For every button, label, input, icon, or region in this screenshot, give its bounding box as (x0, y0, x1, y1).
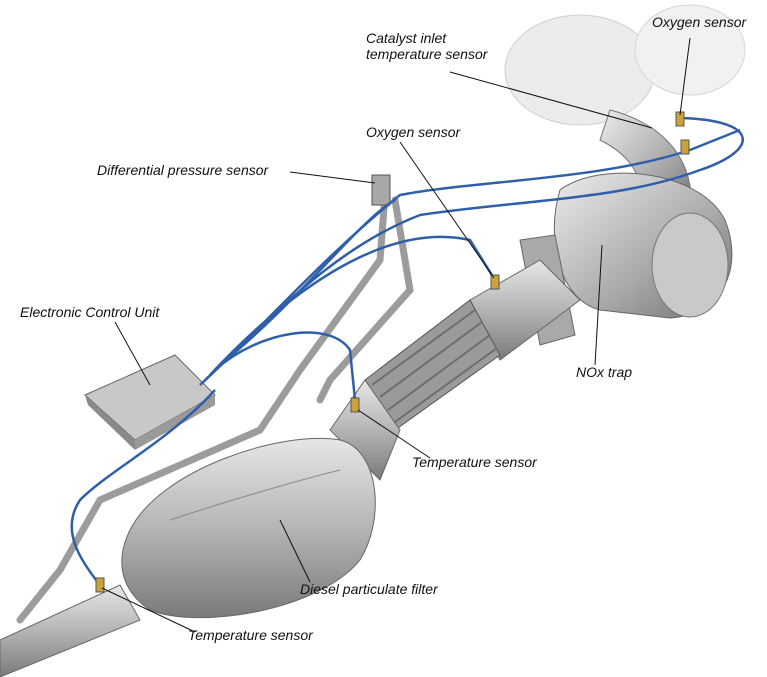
label-ecu: Electronic Control Unit (20, 304, 160, 320)
label-temperature-sensor-rear: Temperature sensor (188, 627, 313, 643)
differential-pressure-sensor (371, 174, 391, 206)
label-differential-pressure-sensor: Differential pressure sensor (97, 162, 269, 178)
diesel-particulate-filter (121, 438, 376, 619)
pressure-pipes (16, 191, 414, 624)
leader-lines (101, 37, 691, 633)
nox-trap (553, 172, 733, 319)
label-oxygen-sensor-turbo: Oxygen sensor (652, 14, 747, 30)
tail-pipe (0, 584, 141, 677)
ecu-box (84, 354, 216, 450)
label-line: Catalyst inlet (366, 30, 447, 46)
label-oxygen-sensor-mid: Oxygen sensor (366, 124, 461, 140)
sensors (95, 111, 690, 593)
label-diesel-particulate-filter: Diesel particulate filter (300, 581, 438, 597)
label-temperature-sensor-mid: Temperature sensor (412, 454, 537, 470)
label-nox-trap: NOx trap (576, 364, 633, 380)
label-catalyst-inlet-temperature-sensor: Catalyst inlet temperature sensor (366, 30, 487, 62)
label-line: temperature sensor (366, 46, 488, 62)
sensor-wiring (70, 116, 744, 586)
